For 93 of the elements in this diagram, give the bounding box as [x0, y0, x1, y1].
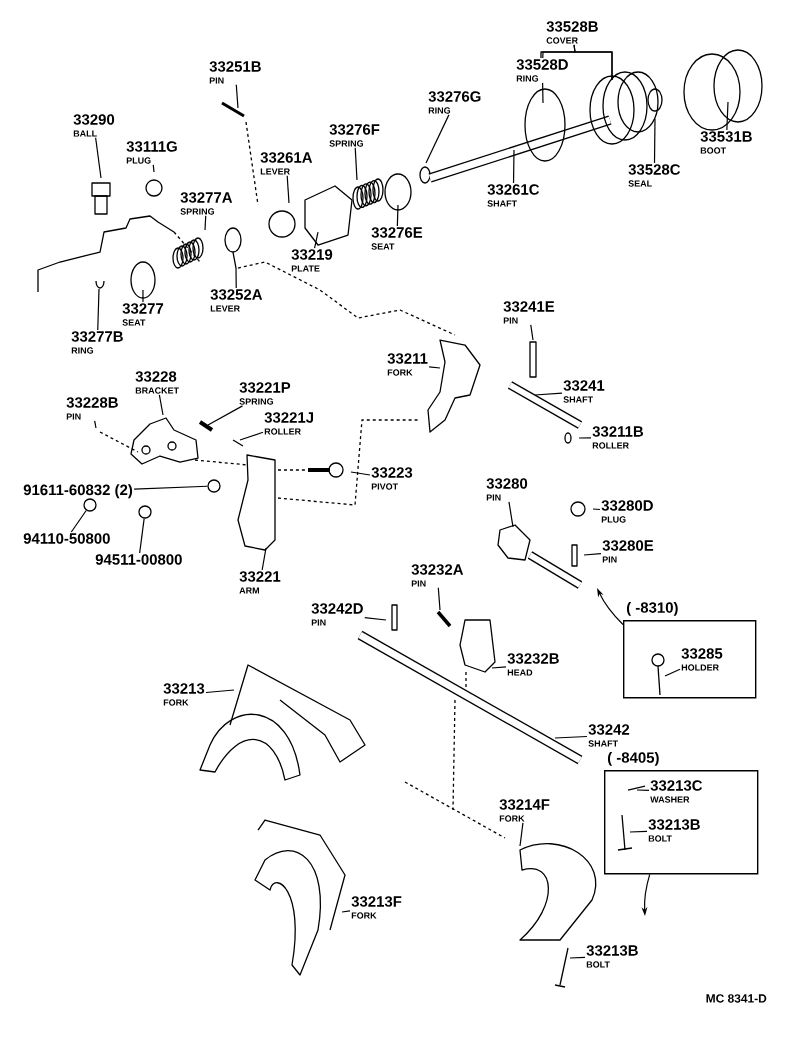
callout-label: 33280D PLUG: [601, 500, 653, 523]
leader-line: [653, 118, 656, 164]
leader-line: [286, 175, 290, 204]
leader-line: [664, 668, 681, 677]
callout-label: 94110-50800: [23, 533, 110, 544]
callout-label: 33290 BALL: [73, 114, 115, 137]
callout-label: 33211B ROLLER: [592, 426, 643, 449]
leader-line: [396, 204, 399, 227]
callout-label: 33211 FORK: [387, 353, 428, 376]
callout-label: 33213B BOLT: [648, 819, 700, 842]
callout-label: 33228B PIN: [66, 397, 118, 420]
inset-heading: ( -8310): [626, 601, 678, 616]
leader-line: [530, 324, 534, 341]
leader-line: [534, 392, 563, 396]
callout-label: 33221J ROLLER: [264, 412, 313, 435]
leader-line: [133, 485, 208, 490]
callout-label: 33232A PIN: [411, 564, 464, 587]
callout-label: 33280E PIN: [602, 540, 654, 563]
leader-line: [542, 44, 576, 59]
leader-line: [437, 587, 441, 611]
callout-label: 33213B BOLT: [586, 945, 638, 968]
leader-line: [636, 789, 650, 792]
leader-line: [512, 149, 515, 184]
leader-line: [235, 267, 237, 289]
callout-label: 33277A SPRING: [180, 192, 233, 215]
leader-line: [428, 366, 441, 369]
leader-line: [139, 518, 145, 554]
callout-label: 33252A LEVER: [210, 289, 263, 312]
leader-line: [142, 289, 144, 303]
callout-label: 33280 PIN: [486, 478, 528, 501]
leader-line: [583, 553, 602, 556]
callout-label: 33276F SPRING: [329, 124, 380, 147]
leader-line: [354, 147, 358, 181]
leader-line: [204, 215, 207, 231]
leader-line: [235, 84, 239, 109]
callout-label: 91611-60832 (2): [23, 484, 133, 499]
callout-label: 33277B RING: [71, 331, 123, 354]
drawing-code: MC 8341-D: [706, 994, 767, 1003]
callout-label: 33251B PIN: [209, 61, 261, 84]
callout-label: 33221P SPRING: [239, 382, 291, 405]
leader-line: [97, 288, 100, 331]
leader-line: [508, 501, 514, 528]
leader-line: [152, 164, 155, 173]
leader-line: [350, 471, 371, 476]
leader-line: [205, 689, 235, 694]
callout-label: 33221 ARM: [239, 571, 281, 594]
leader-line: [519, 822, 524, 847]
leader-line: [94, 420, 97, 429]
leader-line: [261, 547, 267, 571]
callout-label: 33528B COVER: [546, 21, 598, 44]
leader-line: [364, 616, 387, 621]
callout-label: 33242D PIN: [311, 603, 363, 626]
leader-line: [578, 437, 592, 439]
leader-line: [158, 394, 164, 416]
callout-label: 94511-00800: [95, 554, 182, 565]
leader-line: [592, 508, 601, 511]
callout-label: 33232B HEAD: [507, 653, 559, 676]
callout-label: 33242 SHAFT: [588, 724, 630, 747]
nut: [138, 505, 152, 519]
callout-label: 33528C SEAL: [628, 164, 681, 187]
callout-label: 33528D RING: [516, 59, 568, 82]
leader-line: [314, 231, 319, 249]
callout-label: 33261C SHAFT: [487, 184, 540, 207]
callout-label: 33277 SEAT: [122, 303, 164, 326]
callout-label: 33213F FORK: [351, 896, 402, 919]
callout-label: 33261A LEVER: [260, 152, 313, 175]
callout-label: 33228 BRACKET: [135, 371, 179, 394]
callout-label: 33213 FORK: [163, 683, 205, 706]
leader-line: [491, 666, 507, 669]
leader-line: [207, 405, 244, 426]
leader-line: [554, 735, 588, 739]
callout-label: 33214F FORK: [499, 799, 550, 822]
callout-label: 33276E SEAT: [371, 227, 423, 250]
leader-line: [70, 509, 87, 533]
callout-label: 33241 SHAFT: [563, 380, 605, 403]
nut: [83, 498, 97, 512]
callout-label: 33531B BOOT: [700, 131, 752, 154]
inset-heading: ( -8405): [607, 751, 659, 766]
leader-line: [341, 910, 351, 913]
leader-line: [95, 137, 102, 179]
callout-label: 33111G PLUG: [126, 141, 177, 164]
callout-label: 33285 HOLDER: [681, 648, 723, 671]
leader-line: [629, 830, 648, 833]
leader-line: [542, 82, 544, 104]
leader-line: [425, 114, 450, 164]
callout-label: 33219 PLATE: [291, 249, 333, 272]
callout-label: 33213C WASHER: [650, 780, 703, 803]
leader-line: [569, 956, 586, 959]
callout-label: 33223 PIVOT: [371, 467, 413, 490]
callout-label: 33241E PIN: [503, 301, 555, 324]
leader-line: [239, 431, 264, 441]
nut: [207, 479, 221, 493]
callout-label: 33276G RING: [428, 91, 481, 114]
